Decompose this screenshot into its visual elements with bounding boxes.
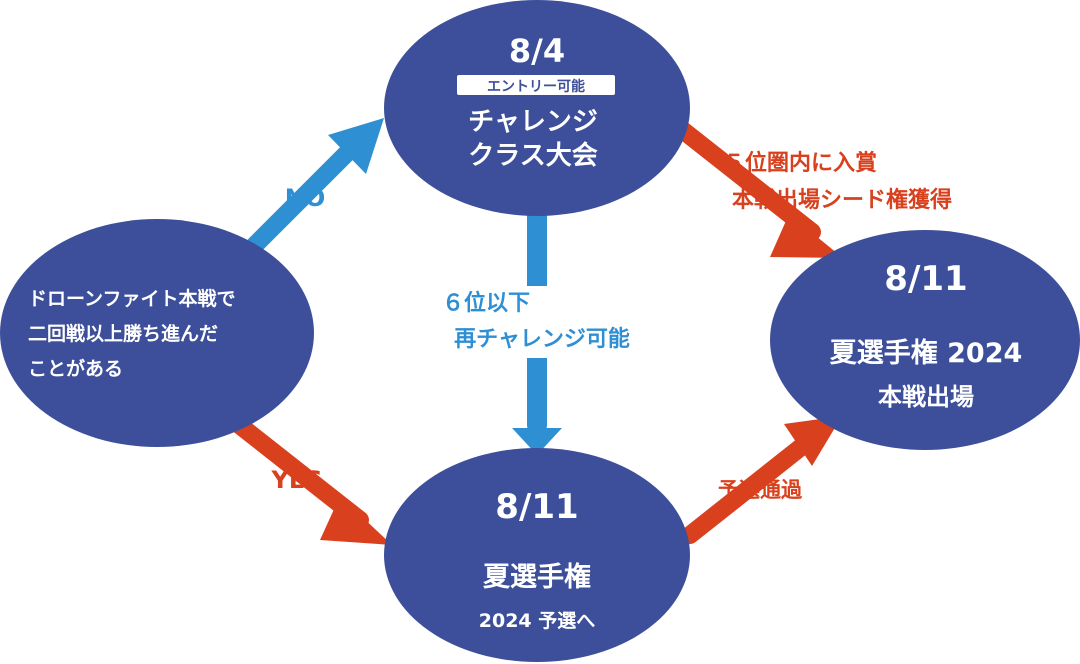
label-no: NO	[285, 184, 326, 212]
qualifier-date: 8/11	[495, 487, 578, 527]
start-line2: 二回戦以上勝ち進んだ	[28, 322, 218, 345]
label-yes: YES	[270, 466, 322, 494]
challenge-date: 8/4	[509, 32, 565, 70]
arrow-pass	[681, 416, 842, 544]
arrow-no	[246, 118, 384, 254]
label-rank6-bg	[427, 286, 659, 358]
qualifier-line1: 夏選手権	[483, 561, 591, 593]
label-top5-line1: ５位圏内に入賞	[723, 150, 877, 176]
label-pass: 予選通過	[718, 478, 803, 502]
node-challenge-class: 8/4 エントリー可能 チャレンジ クラス大会	[384, 0, 690, 216]
main-date: 8/11	[884, 259, 967, 299]
entry-badge-label: エントリー可能	[487, 78, 585, 95]
node-start-question: ドローンファイト本戦で 二回戦以上勝ち進んだ ことがある	[0, 219, 314, 447]
main-line1: 夏選手権 2024	[830, 337, 1023, 369]
node-qualifier: 8/11 夏選手権 2024 予選へ	[384, 448, 690, 662]
main-line2: 本戦出場	[878, 383, 974, 411]
qualifier-line2: 2024 予選へ	[479, 610, 596, 632]
label-rank6-line1: ６位以下	[442, 290, 530, 316]
label-rank6-line2: 再チャレンジ可能	[454, 326, 630, 352]
label-top5-line2: 本戦出場シード権獲得	[732, 187, 952, 213]
node-main-tournament: 8/11 夏選手権 2024 本戦出場	[770, 230, 1080, 450]
challenge-line1: チャレンジ	[468, 107, 598, 137]
start-line1: ドローンファイト本戦で	[28, 287, 235, 310]
entry-badge	[457, 75, 615, 95]
challenge-line2: クラス大会	[468, 141, 597, 171]
arrow-top5	[671, 119, 843, 258]
start-line3: ことがある	[28, 357, 123, 380]
arrow-yes	[224, 411, 392, 545]
